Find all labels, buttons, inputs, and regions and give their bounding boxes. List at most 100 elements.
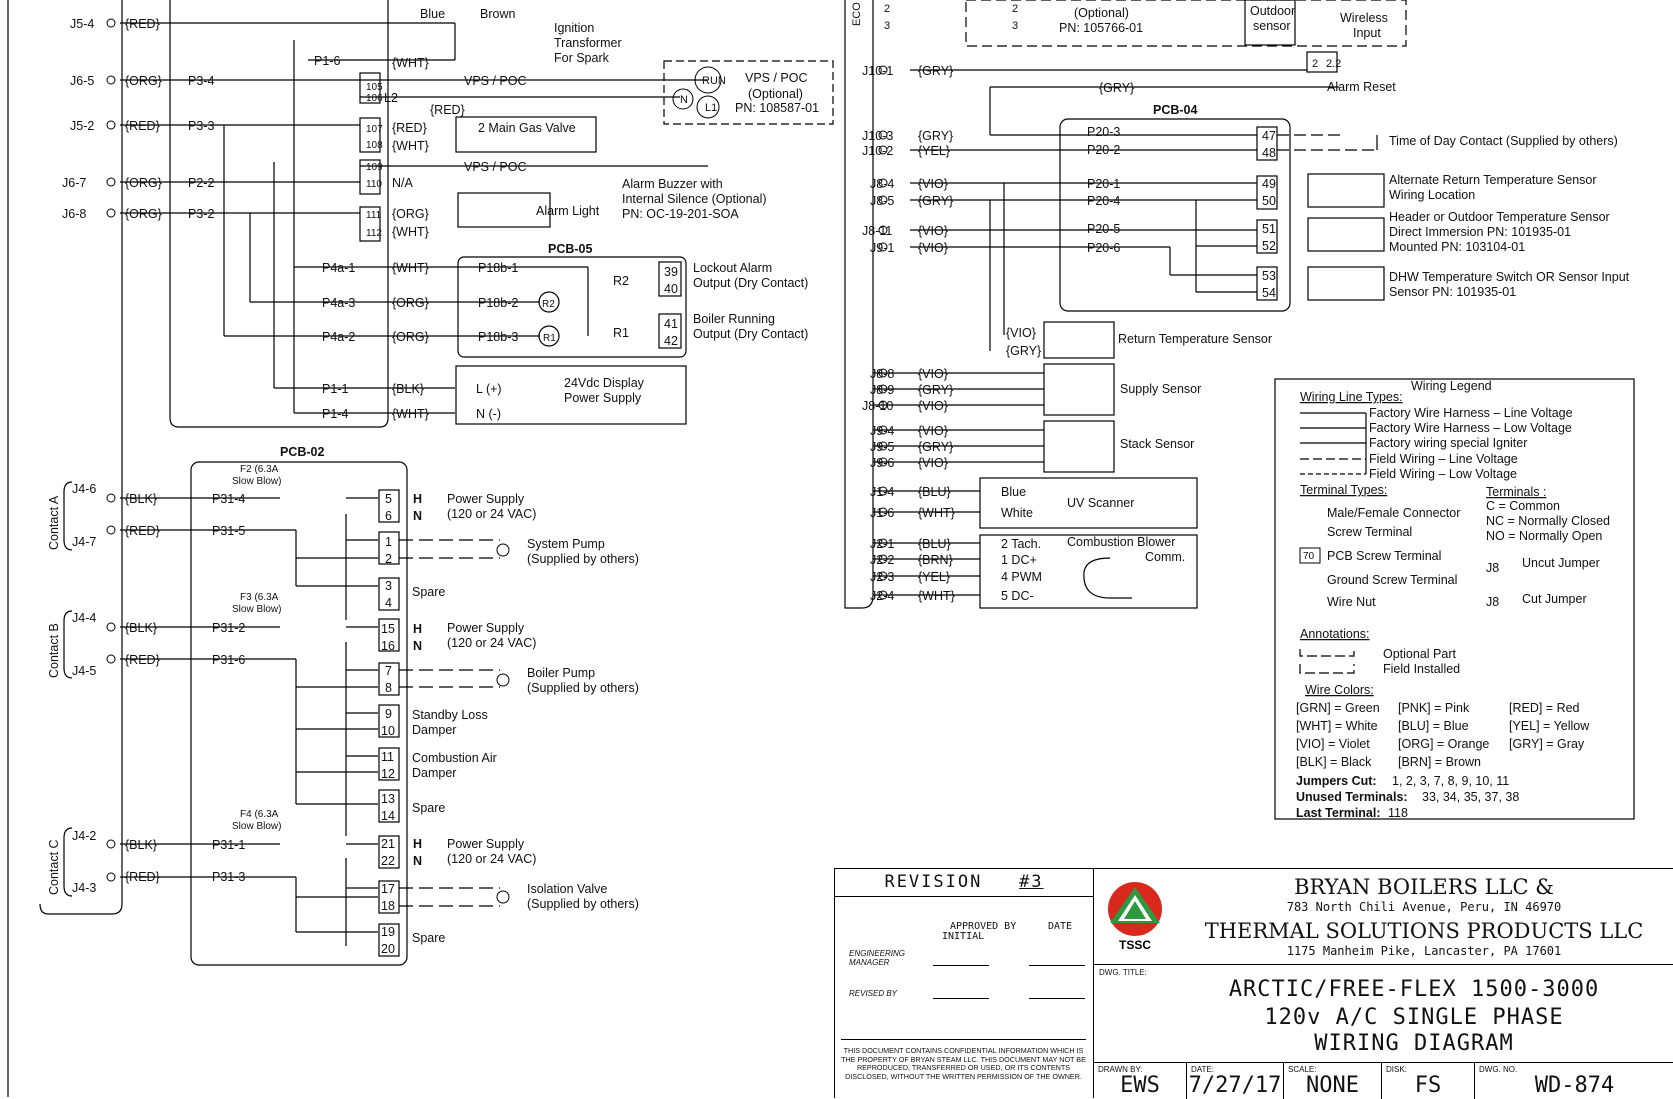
- svg-text:J5-2: J5-2: [70, 119, 94, 133]
- drawing-number-label: DWG. NO.: [1479, 1065, 1518, 1074]
- svg-text:{ORG}: {ORG}: [392, 207, 429, 221]
- svg-text:F3 (6.3A: F3 (6.3A: [240, 592, 279, 603]
- svg-text:P31-6: P31-6: [212, 653, 245, 667]
- wire-color: [YEL] = Yellow: [1509, 719, 1590, 733]
- svg-text:Comm.: Comm.: [1145, 550, 1185, 564]
- svg-text:J8-10: J8-10: [862, 399, 893, 413]
- wire-color: [PNK] = Pink: [1398, 701, 1470, 715]
- svg-text:24Vdc Display: 24Vdc Display: [564, 376, 645, 390]
- svg-text:J8-5: J8-5: [870, 194, 894, 208]
- svg-text:Brown: Brown: [480, 7, 515, 21]
- svg-text:22: 22: [381, 854, 395, 868]
- svg-text:PN: OC-19-201-SOA: PN: OC-19-201-SOA: [622, 207, 739, 221]
- legend-line-type: Factory wiring special Igniter: [1369, 436, 1527, 450]
- svg-text:Spare: Spare: [412, 585, 445, 599]
- svg-text:P31-5: P31-5: [212, 524, 245, 538]
- jumpers-cut-label: Jumpers Cut:: [1296, 774, 1377, 788]
- svg-text:Supply Sensor: Supply Sensor: [1120, 382, 1201, 396]
- svg-text:R2: R2: [542, 299, 555, 310]
- svg-text:12: 12: [381, 767, 395, 781]
- svg-text:(Supplied by others): (Supplied by others): [527, 897, 639, 911]
- svg-text:19: 19: [381, 925, 395, 939]
- wire-color: [WHT] = White: [1296, 719, 1378, 733]
- legend-line-types-title: Wiring Line Types:: [1300, 390, 1403, 404]
- svg-text:{VIO}: {VIO}: [1006, 326, 1036, 340]
- confidentiality-notice: THIS DOCUMENT CONTAINS CONFIDENTIAL INFO…: [841, 1039, 1086, 1081]
- svg-text:F2 (6.3A: F2 (6.3A: [240, 464, 279, 475]
- svg-text:J5-4: J5-4: [70, 17, 94, 31]
- svg-text:{ORG}: {ORG}: [392, 330, 429, 344]
- revision-label: REVISION: [884, 872, 983, 892]
- svg-text:{BLK}: {BLK}: [125, 838, 157, 852]
- svg-text:{RED}: {RED}: [125, 524, 160, 538]
- svg-text:53: 53: [1262, 269, 1276, 283]
- legend-line-type: Field Wiring – Line Voltage: [1369, 452, 1518, 466]
- svg-text:10: 10: [381, 724, 395, 738]
- company-address-1: 783 North Chili Avenue, Peru, IN 46970: [1286, 900, 1562, 914]
- svg-text:VPS / POC: VPS / POC: [464, 74, 527, 88]
- svg-text:{VIO}: {VIO}: [918, 399, 948, 413]
- svg-text:{RED}: {RED}: [125, 119, 160, 133]
- title-block: REVISION #3 APPROVED BY DATE INITIAL ENG…: [834, 868, 1673, 1099]
- svg-text:J1-6: J1-6: [870, 506, 894, 520]
- svg-text:(120 or 24 VAC): (120 or 24 VAC): [447, 852, 536, 866]
- svg-text:{BLU}: {BLU}: [918, 485, 951, 499]
- pcb-terminal-example: 70: [1303, 551, 1315, 562]
- legend-line-type: Field Wiring – Low Voltage: [1369, 467, 1517, 481]
- svg-text:52: 52: [1262, 239, 1276, 253]
- svg-text:White: White: [1001, 506, 1033, 520]
- svg-text:21: 21: [381, 837, 395, 851]
- svg-text:(120 or 24 VAC): (120 or 24 VAC): [447, 636, 536, 650]
- svg-text:{GRY}: {GRY}: [918, 129, 953, 143]
- svg-text:H: H: [413, 492, 422, 506]
- svg-text:Stack Sensor: Stack Sensor: [1120, 437, 1194, 451]
- svg-text:4 PWM: 4 PWM: [1001, 570, 1042, 584]
- svg-text:Boiler Pump: Boiler Pump: [527, 666, 595, 680]
- svg-text:Outdoor: Outdoor: [1250, 4, 1295, 18]
- svg-text:{VIO}: {VIO}: [918, 424, 948, 438]
- svg-text:{WHT}: {WHT}: [392, 407, 429, 421]
- svg-text:2: 2: [884, 3, 890, 15]
- date-column-label: DATE: [1048, 921, 1073, 932]
- svg-text:N/A: N/A: [392, 176, 414, 190]
- svg-text:RUN: RUN: [702, 75, 726, 87]
- svg-text:5: 5: [385, 492, 392, 506]
- svg-text:{GRY}: {GRY}: [918, 383, 953, 397]
- tssc-logo: TSSC: [1104, 881, 1166, 952]
- svg-text:Contact C: Contact C: [47, 839, 61, 895]
- svg-text:108: 108: [366, 140, 383, 151]
- svg-text:105: 105: [366, 82, 383, 93]
- legend-terminal-type: PCB Screw Terminal: [1327, 549, 1441, 563]
- jumper-label: J8: [1486, 595, 1499, 609]
- legend-terminal-type: Wire Nut: [1327, 595, 1376, 609]
- svg-text:VPS / POC: VPS / POC: [464, 160, 527, 174]
- svg-text:2: 2: [385, 552, 392, 566]
- svg-text:48: 48: [1262, 146, 1276, 160]
- svg-text:{VIO}: {VIO}: [918, 367, 948, 381]
- svg-text:Damper: Damper: [412, 723, 456, 737]
- wire-color: [GRY] = Gray: [1509, 737, 1585, 751]
- svg-text:P3-2: P3-2: [188, 207, 214, 221]
- legend-terminal-types-title: Terminal Types:: [1300, 483, 1387, 497]
- svg-text:Alarm Light: Alarm Light: [536, 204, 600, 218]
- svg-text:106: 106: [366, 93, 383, 104]
- svg-text:Blue: Blue: [1001, 485, 1026, 499]
- svg-text:PCB-05: PCB-05: [548, 242, 593, 256]
- revised-by-label: REVISED BY: [849, 989, 898, 998]
- svg-text:{GRY}: {GRY}: [918, 64, 953, 78]
- svg-text:J6-5: J6-5: [70, 74, 94, 88]
- svg-text:{WHT}: {WHT}: [392, 139, 429, 153]
- signature-line: [1029, 998, 1085, 999]
- disk-cell: DISK: FS: [1382, 1063, 1475, 1099]
- svg-text:54: 54: [1262, 286, 1276, 300]
- drawing-number-cell: DWG. NO. WD-874: [1475, 1063, 1673, 1099]
- svg-text:Ignition: Ignition: [554, 21, 594, 35]
- svg-text:Time of Day Contact (Supplied: Time of Day Contact (Supplied by others): [1389, 134, 1618, 148]
- svg-text:{RED}: {RED}: [392, 121, 427, 135]
- svg-text:{BRN}: {BRN}: [918, 553, 953, 567]
- drawing-title-section: DWG. TITLE: ARCTIC/FREE-FLEX 1500-3000 1…: [1094, 964, 1673, 1063]
- svg-text:4: 4: [385, 596, 392, 610]
- svg-text:P4a-2: P4a-2: [322, 330, 355, 344]
- svg-text:3: 3: [884, 20, 890, 32]
